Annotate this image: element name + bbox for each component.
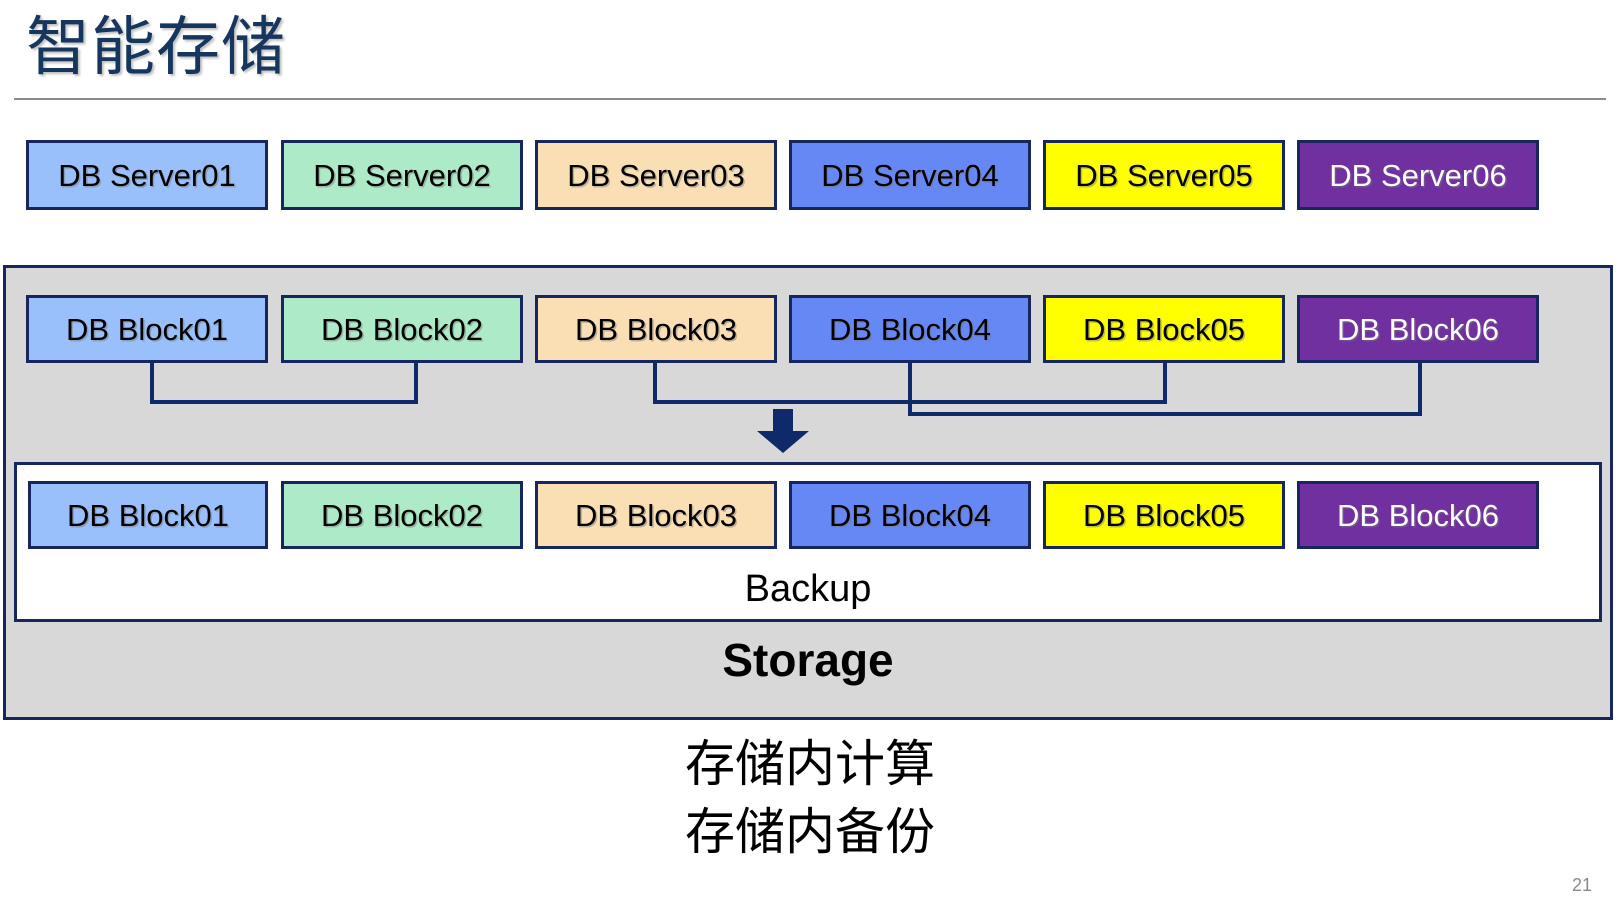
connector-vertical-4 xyxy=(908,363,912,416)
connector-vertical-5 xyxy=(1163,363,1167,404)
db-block-backup-box-label: DB Block04 xyxy=(829,497,991,533)
db-block-primary-box-label: DB Block03 xyxy=(575,311,737,347)
connector-vertical-3 xyxy=(653,363,657,404)
db-block-primary-box-6[interactable]: DB Block06 xyxy=(1297,295,1539,363)
connector-vertical-1 xyxy=(150,363,154,404)
connector-vertical-6 xyxy=(1418,363,1422,416)
db-block-backup-box-label: DB Block02 xyxy=(321,497,483,533)
db-block-backup-box-1[interactable]: DB Block01 xyxy=(28,481,268,549)
db-server-box-4[interactable]: DB Server04 xyxy=(789,140,1031,210)
db-block-backup-box-5[interactable]: DB Block05 xyxy=(1043,481,1285,549)
db-server-box-5[interactable]: DB Server05 xyxy=(1043,140,1285,210)
db-server-box-label: DB Server05 xyxy=(1075,157,1253,193)
db-server-box-6[interactable]: DB Server06 xyxy=(1297,140,1539,210)
caption-line-1: 存储内计算 xyxy=(685,736,935,792)
db-block-primary-box-label: DB Block05 xyxy=(1083,311,1245,347)
db-server-box-2[interactable]: DB Server02 xyxy=(281,140,523,210)
db-server-box-label: DB Server03 xyxy=(567,157,745,193)
down-arrow-icon xyxy=(755,409,811,454)
db-block-backup-box-6[interactable]: DB Block06 xyxy=(1297,481,1539,549)
page-title: 智能存储 xyxy=(26,11,286,83)
db-block-backup-box-label: DB Block03 xyxy=(575,497,737,533)
db-block-backup-box-4[interactable]: DB Block04 xyxy=(789,481,1031,549)
db-block-backup-box-label: DB Block05 xyxy=(1083,497,1245,533)
db-server-box-label: DB Server02 xyxy=(313,157,491,193)
db-block-backup-box-label: DB Block06 xyxy=(1337,497,1499,533)
connector-horizontal-1 xyxy=(150,400,418,404)
db-block-primary-box-4[interactable]: DB Block04 xyxy=(789,295,1031,363)
page-number: 21 xyxy=(1571,875,1592,895)
db-block-backup-box-label: DB Block01 xyxy=(67,497,229,533)
caption-line-2: 存储内备份 xyxy=(685,804,935,860)
title-divider xyxy=(14,98,1606,100)
db-block-primary-box-label: DB Block04 xyxy=(829,311,991,347)
db-server-box-3[interactable]: DB Server03 xyxy=(535,140,777,210)
caption-block: 存储内计算存储内备份 xyxy=(0,730,1620,866)
backup-label: Backup xyxy=(744,568,872,610)
db-block-primary-box-1[interactable]: DB Block01 xyxy=(26,295,268,363)
db-block-primary-box-label: DB Block02 xyxy=(321,311,483,347)
db-block-backup-box-2[interactable]: DB Block02 xyxy=(281,481,523,549)
db-block-primary-box-label: DB Block06 xyxy=(1337,311,1499,347)
db-block-backup-box-3[interactable]: DB Block03 xyxy=(535,481,777,549)
connector-horizontal-2 xyxy=(653,400,1167,404)
storage-label: Storage xyxy=(722,634,894,686)
connector-horizontal-3 xyxy=(908,412,1422,416)
db-block-primary-box-5[interactable]: DB Block05 xyxy=(1043,295,1285,363)
db-server-box-label: DB Server06 xyxy=(1329,157,1507,193)
db-server-box-1[interactable]: DB Server01 xyxy=(26,140,268,210)
db-server-box-label: DB Server04 xyxy=(821,157,999,193)
db-server-box-label: DB Server01 xyxy=(58,157,236,193)
db-block-primary-box-2[interactable]: DB Block02 xyxy=(281,295,523,363)
db-block-primary-box-label: DB Block01 xyxy=(66,311,228,347)
db-block-primary-box-3[interactable]: DB Block03 xyxy=(535,295,777,363)
connector-vertical-2 xyxy=(414,363,418,404)
